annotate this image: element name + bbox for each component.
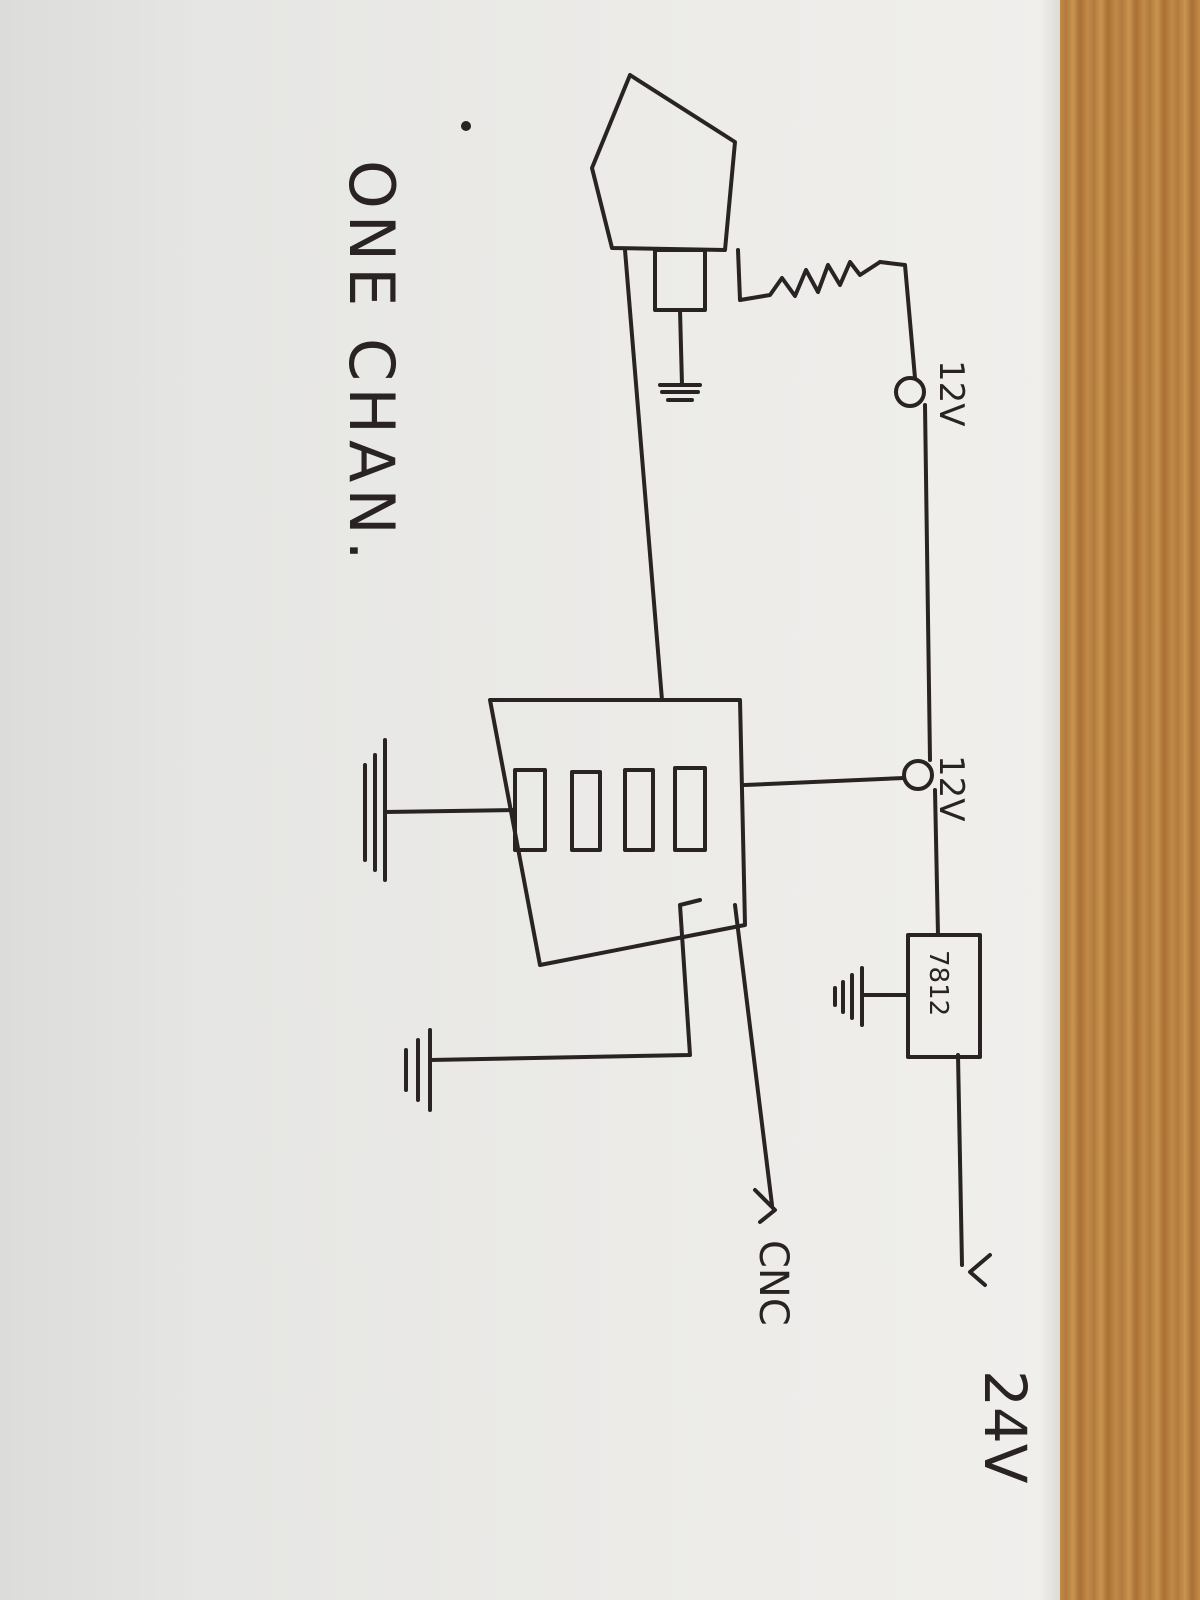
display-digit-3 [623, 768, 655, 852]
caption-label: ONE CHAN. [335, 160, 408, 566]
regulator-ground [833, 966, 910, 1027]
display-ground [363, 738, 517, 882]
relay-contact [404, 898, 702, 1112]
controller-box [488, 698, 747, 967]
junction-node-top [894, 376, 926, 408]
connector-plug [590, 73, 737, 252]
display-digit-2 [570, 770, 602, 852]
node-voltage-mid-label: 12V [931, 755, 971, 822]
plug-wire [623, 248, 664, 702]
regulator-label: 7812 [923, 950, 953, 1016]
resistor [736, 248, 882, 302]
plug-ground [658, 308, 702, 402]
supply-arrow [968, 1253, 992, 1287]
junction-node-mid [902, 759, 934, 791]
cnc-label: CNC [750, 1240, 796, 1326]
cnc-wire [733, 903, 774, 1207]
rail-wire [878, 260, 940, 937]
display-digit-4 [673, 766, 707, 852]
supply-wire [956, 1053, 964, 1267]
supply-voltage-label: 24V [971, 1370, 1039, 1484]
connector-pin [653, 248, 707, 312]
wooden-table [1060, 0, 1200, 1600]
ink-dot [461, 121, 471, 131]
paper-background [0, 0, 1060, 1600]
node-voltage-top-label: 12V [931, 360, 971, 427]
cnc-arrow [753, 1188, 777, 1224]
controller-feed [743, 776, 906, 787]
display-digit-1 [513, 768, 547, 852]
